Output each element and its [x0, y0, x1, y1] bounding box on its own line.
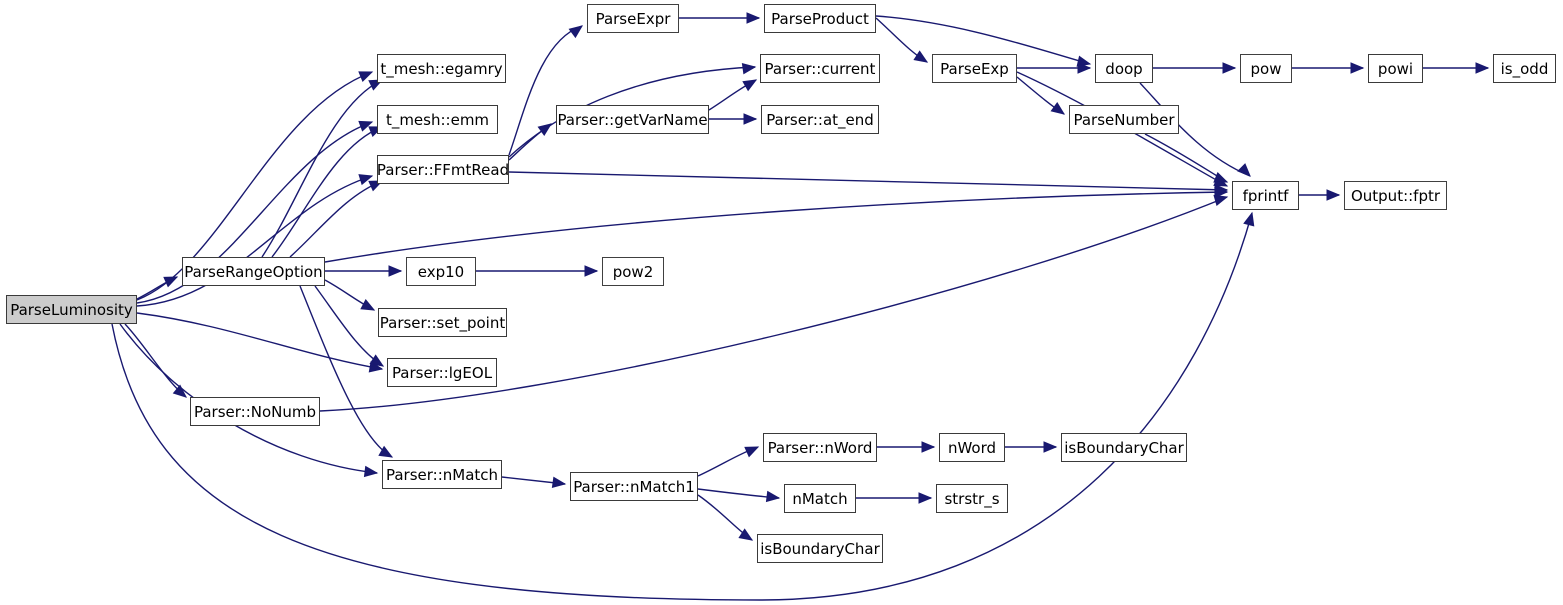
node-ParseLuminosity[interactable]: ParseLuminosity [6, 295, 137, 324]
arrowhead [918, 492, 933, 504]
arrowhead [913, 50, 929, 63]
arrowhead [363, 465, 379, 478]
arrowhead [1350, 62, 1365, 74]
node-pow2[interactable]: pow2 [602, 257, 664, 286]
arrowhead [388, 265, 403, 277]
edge-Parser_FFmtRead-to-ParseExpr [508, 25, 583, 156]
arrowhead [1326, 189, 1341, 201]
edge-ParseRangeOption-to-fprintf [324, 191, 1228, 263]
node-Parser_lgEOL[interactable]: Parser::lgEOL [387, 358, 497, 387]
arrowhead [1475, 62, 1490, 74]
node-ParseProduct[interactable]: ParseProduct [764, 4, 876, 33]
node-ParseExpr[interactable]: ParseExpr [587, 4, 679, 33]
node-Parser_nMatch[interactable]: Parser::nMatch [382, 460, 502, 489]
arrowhead [1214, 184, 1229, 196]
node-fprintf[interactable]: fprintf [1232, 181, 1299, 210]
arrowhead [163, 276, 179, 288]
arrowhead [584, 265, 599, 277]
arrowhead [743, 113, 758, 125]
arrowhead [358, 71, 374, 83]
edge-ParseRangeOption-to-Parser_FFmtRead [289, 180, 383, 258]
node-strstr_s[interactable]: strstr_s [936, 484, 1008, 513]
edge-ParseLuminosity-to-t_mesh_emm [136, 121, 373, 304]
arrowhead [921, 441, 936, 453]
arrowhead [358, 174, 374, 186]
edge-doop-to-fprintf [1139, 82, 1251, 177]
edge-Parser_NoNumb-to-fprintf [319, 196, 1228, 412]
node-isBoundaryChar_b[interactable]: isBoundaryChar [757, 534, 883, 563]
node-Parser_getVarName[interactable]: Parser::getVarName [556, 105, 709, 134]
arrowhead [1213, 171, 1229, 183]
edge-ParseRangeOption-to-t_mesh_egamry [261, 79, 383, 258]
node-isBoundaryChar_a[interactable]: isBoundaryChar [1061, 433, 1187, 462]
arrowhead [568, 25, 584, 39]
arrowhead [1050, 102, 1066, 115]
arrowhead [742, 79, 758, 92]
node-Parser_current[interactable]: Parser::current [760, 54, 880, 83]
node-pow[interactable]: pow [1240, 54, 1292, 83]
node-Parser_FFmtRead[interactable]: Parser::FFmtRead [377, 155, 509, 184]
arrowhead [378, 445, 394, 458]
edge-Parser_FFmtRead-to-Parser_current [508, 66, 756, 158]
node-ParseRangeOption[interactable]: ParseRangeOption [182, 257, 325, 286]
node-nWord[interactable]: nWord [939, 433, 1005, 462]
edge-ParseLuminosity-to-fprintf [111, 212, 1253, 601]
node-doop[interactable]: doop [1095, 54, 1153, 83]
node-powi[interactable]: powi [1368, 54, 1423, 83]
arrowhead [746, 12, 761, 24]
node-Parser_nWord[interactable]: Parser::nWord [763, 433, 877, 462]
edge-ParseRangeOption-to-Parser_nMatch [299, 285, 393, 458]
edge-ParseProduct-to-doop [875, 15, 1091, 65]
node-Parser_set_point[interactable]: Parser::set_point [378, 308, 507, 337]
edge-ParseRangeOption-to-t_mesh_emm [271, 126, 383, 258]
edge-Parser_FFmtRead-to-fprintf [508, 171, 1228, 191]
edge-ParseNumber-to-fprintf [1144, 133, 1228, 183]
arrowhead [1222, 62, 1237, 74]
arrowhead [172, 384, 187, 398]
arrowhead [551, 476, 567, 488]
node-nMatch[interactable]: nMatch [784, 484, 856, 513]
node-Parser_at_end[interactable]: Parser::at_end [761, 105, 879, 134]
arrowhead [738, 528, 754, 541]
node-Output_fptr[interactable]: Output::fptr [1344, 181, 1447, 210]
arrowhead [765, 490, 781, 503]
node-exp10[interactable]: exp10 [406, 257, 476, 286]
edge-ParseRangeOption-to-Parser_lgEOL [314, 285, 384, 367]
node-Parser_NoNumb[interactable]: Parser::NoNumb [190, 397, 320, 426]
edge-ParseLuminosity-to-Parser_NoNumb [124, 323, 187, 398]
node-is_odd[interactable]: is_odd [1493, 54, 1556, 83]
edge-ParseLuminosity-to-Parser_FFmtRead [136, 175, 373, 307]
arrowhead [1237, 163, 1251, 177]
arrowhead [1077, 62, 1092, 74]
node-ParseNumber[interactable]: ParseNumber [1069, 105, 1179, 134]
arrowhead [369, 354, 385, 367]
arrowhead [1043, 441, 1058, 453]
arrowhead [744, 446, 760, 458]
arrowhead [1213, 194, 1229, 206]
arrowhead [537, 123, 553, 136]
node-Parser_nMatch1[interactable]: Parser::nMatch1 [570, 472, 698, 501]
edge-ParseLuminosity-to-Parser_lgEOL [136, 312, 383, 370]
node-t_mesh_emm[interactable]: t_mesh::emm [377, 105, 498, 134]
node-ParseExp[interactable]: ParseExp [932, 54, 1017, 83]
arrowhead [358, 120, 374, 132]
node-t_mesh_egamry[interactable]: t_mesh::egamry [377, 54, 506, 83]
arrowhead [741, 63, 757, 75]
arrowhead [360, 299, 376, 311]
arrowhead [1243, 211, 1255, 227]
